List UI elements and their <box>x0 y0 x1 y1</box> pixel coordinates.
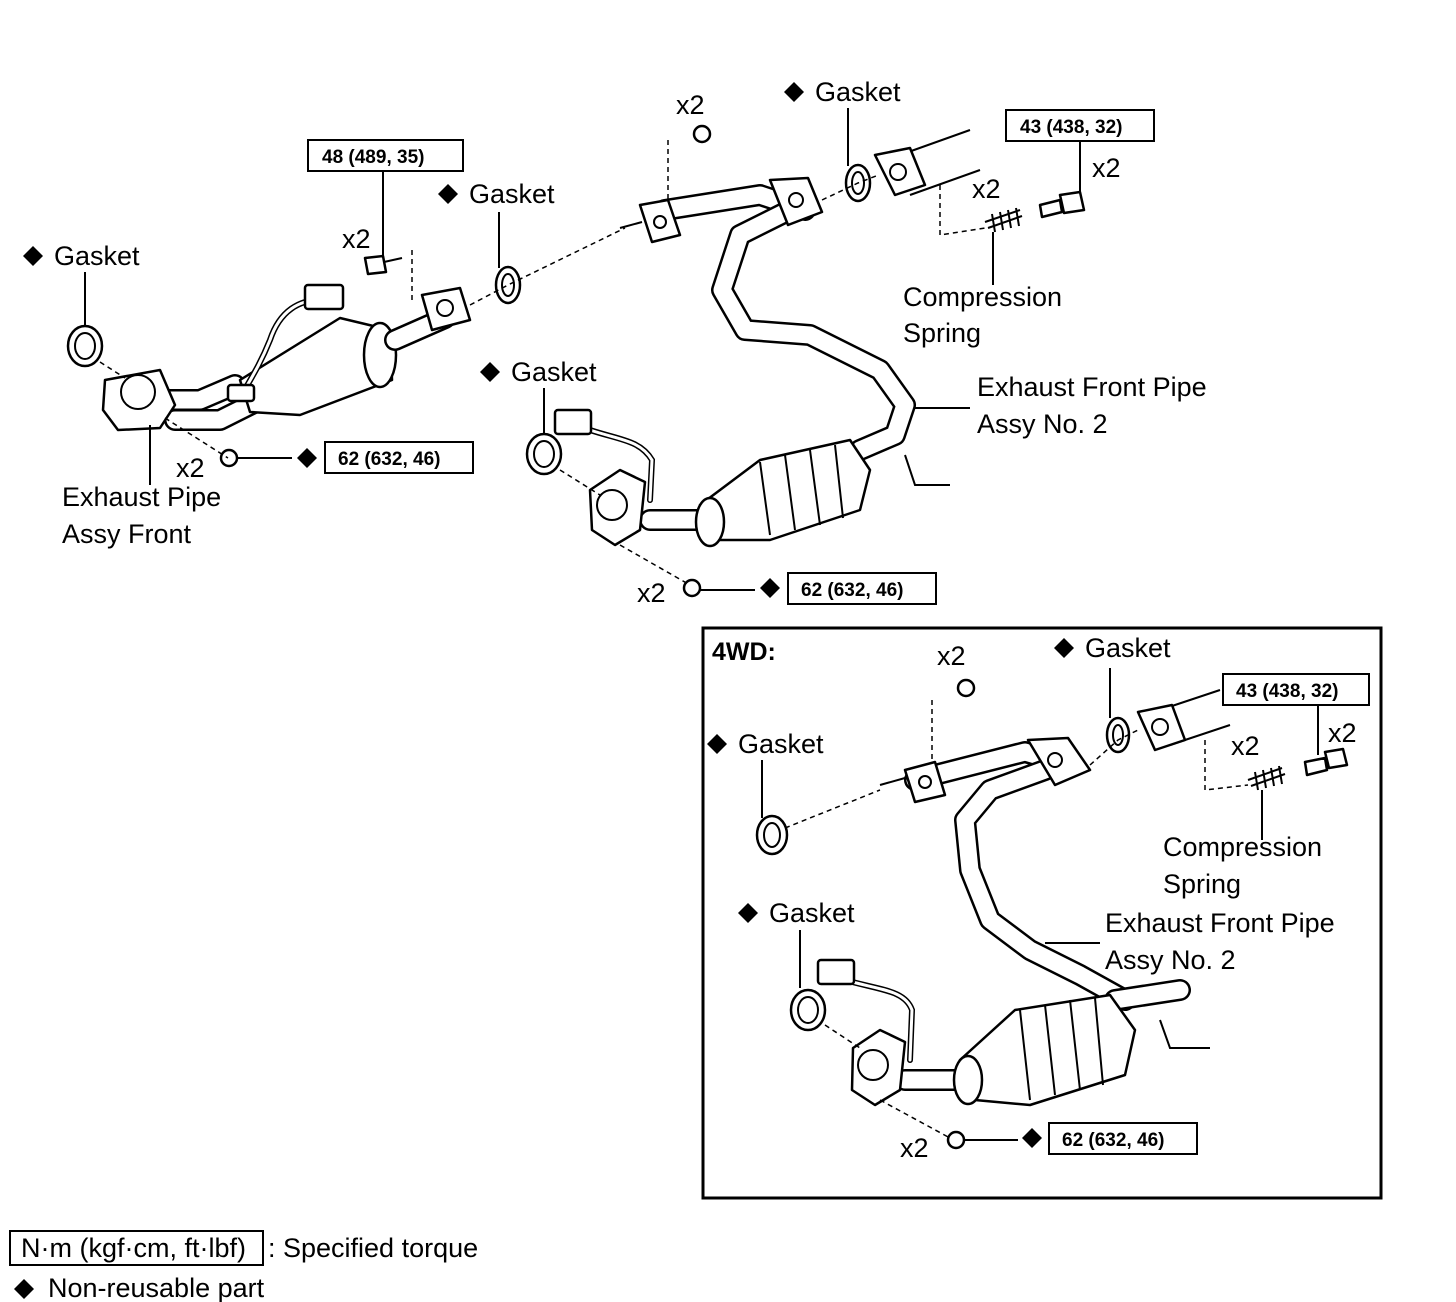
label-x2-top-nut: x2 <box>676 90 705 120</box>
label-exhaust-pipe-front-1: Exhaust Pipe <box>62 482 221 512</box>
rear-pipe-flange <box>873 129 981 197</box>
label-gasket-lower: Gasket <box>511 357 597 387</box>
inset-label-front-pipe-no2-2: Assy No. 2 <box>1105 945 1236 975</box>
label-exhaust-pipe-front-2: Assy Front <box>62 519 192 549</box>
bolt-43-icon <box>1038 198 1064 219</box>
inset-label-gasket-top: Gasket <box>1085 633 1171 663</box>
inset-gasket-lower-icon <box>789 988 827 1032</box>
inset-nut-top-icon <box>956 678 976 698</box>
label-front-pipe-no2-1: Exhaust Front Pipe <box>977 372 1207 402</box>
nut-bottom-icon <box>682 578 702 598</box>
svg-text:43 (438, 32): 43 (438, 32) <box>1236 681 1338 702</box>
label-gasket-top: Gasket <box>815 77 901 107</box>
black-diamond-icon <box>1022 1128 1042 1148</box>
non-reusable-markers <box>23 82 804 598</box>
black-diamond-icon <box>438 184 458 204</box>
inset-nut-bottom-icon <box>946 1130 966 1150</box>
inset-compression-spring-icon <box>1247 765 1286 791</box>
inset-frame <box>701 626 1383 1200</box>
label-x2-left-nut: x2 <box>176 453 205 483</box>
black-diamond-icon <box>707 734 727 754</box>
assembly-dash-lines <box>99 140 986 586</box>
svg-text:62 (632, 46): 62 (632, 46) <box>801 580 903 601</box>
inset-label-compression-1: Compression <box>1163 832 1322 862</box>
label-x2-spring: x2 <box>972 174 1001 204</box>
black-diamond-icon <box>738 903 758 923</box>
black-diamond-icon <box>23 246 43 266</box>
svg-text:48 (489, 35): 48 (489, 35) <box>322 147 424 168</box>
torque-box-62-left: 62 (632, 46) <box>324 441 474 474</box>
label-gasket-left: Gasket <box>54 241 140 271</box>
inset-torque-box-43: 43 (438, 32) <box>1222 673 1370 706</box>
torque-box-43-main: 43 (438, 32) <box>1005 109 1155 142</box>
black-diamond-icon <box>760 578 780 598</box>
gasket-mid-icon <box>494 265 522 305</box>
nut-left-icon <box>219 448 239 468</box>
inset-label-gasket-upper: Gasket <box>738 729 824 759</box>
inset-bolt-43-icon <box>1303 756 1329 777</box>
label-x2-bolt48: x2 <box>342 224 371 254</box>
black-diamond-icon <box>784 82 804 102</box>
label-x2-bolt43: x2 <box>1092 153 1121 183</box>
fasteners <box>219 124 1086 598</box>
nut-top-icon <box>692 124 712 144</box>
svg-text:43 (438, 32): 43 (438, 32) <box>1020 117 1122 138</box>
bolt-48-icon <box>363 254 388 276</box>
inset-header: 4WD: <box>712 638 776 666</box>
label-x2-bottom-nut: x2 <box>637 578 666 608</box>
inset-gasket-upper-icon <box>755 814 789 856</box>
black-diamond-icon <box>480 362 500 382</box>
legend-unit-text: : Specified torque <box>268 1233 478 1263</box>
legend-unit-box-text: N·m (kgf·cm, ft·lbf) <box>21 1233 246 1263</box>
torque-box-48: 48 (489, 35) <box>307 139 464 172</box>
inset-label-gasket-lower: Gasket <box>769 898 855 928</box>
legend-nonreusable: Non-reusable part <box>48 1273 265 1302</box>
svg-text:62 (632, 46): 62 (632, 46) <box>338 449 440 470</box>
exhaust-pipe-assy-front <box>101 283 472 432</box>
inset-label-x2-bolt43: x2 <box>1328 718 1357 748</box>
label-compression-1: Compression <box>903 282 1062 312</box>
black-diamond-icon <box>1054 638 1074 658</box>
label-gasket-mid: Gasket <box>469 179 555 209</box>
inset-4wd: 4WD: <box>701 626 1383 1200</box>
black-diamond-icon <box>14 1279 34 1299</box>
compression-spring-icon <box>984 207 1023 233</box>
label-compression-2: Spring <box>903 318 981 348</box>
label-front-pipe-no2-2: Assy No. 2 <box>977 409 1108 439</box>
inset-label-compression-2: Spring <box>1163 869 1241 899</box>
exhaust-front-pipe-assy-no2 <box>553 176 950 548</box>
inset-label-x2-spring: x2 <box>1231 731 1260 761</box>
leader-lines <box>84 108 1081 591</box>
legend: N·m (kgf·cm, ft·lbf) : Specified torque … <box>9 1230 478 1302</box>
inset-label-front-pipe-no2-1: Exhaust Front Pipe <box>1105 908 1335 938</box>
torque-box-62-bottom: 62 (632, 46) <box>787 572 937 605</box>
inset-torque-box-62: 62 (632, 46) <box>1048 1122 1198 1155</box>
legend-unit-box <box>9 1230 264 1266</box>
svg-text:62 (632, 46): 62 (632, 46) <box>1062 1130 1164 1151</box>
inset-label-x2-top-nut: x2 <box>937 641 966 671</box>
black-diamond-icon <box>297 448 317 468</box>
inset-label-x2-bottom-nut: x2 <box>900 1133 929 1163</box>
